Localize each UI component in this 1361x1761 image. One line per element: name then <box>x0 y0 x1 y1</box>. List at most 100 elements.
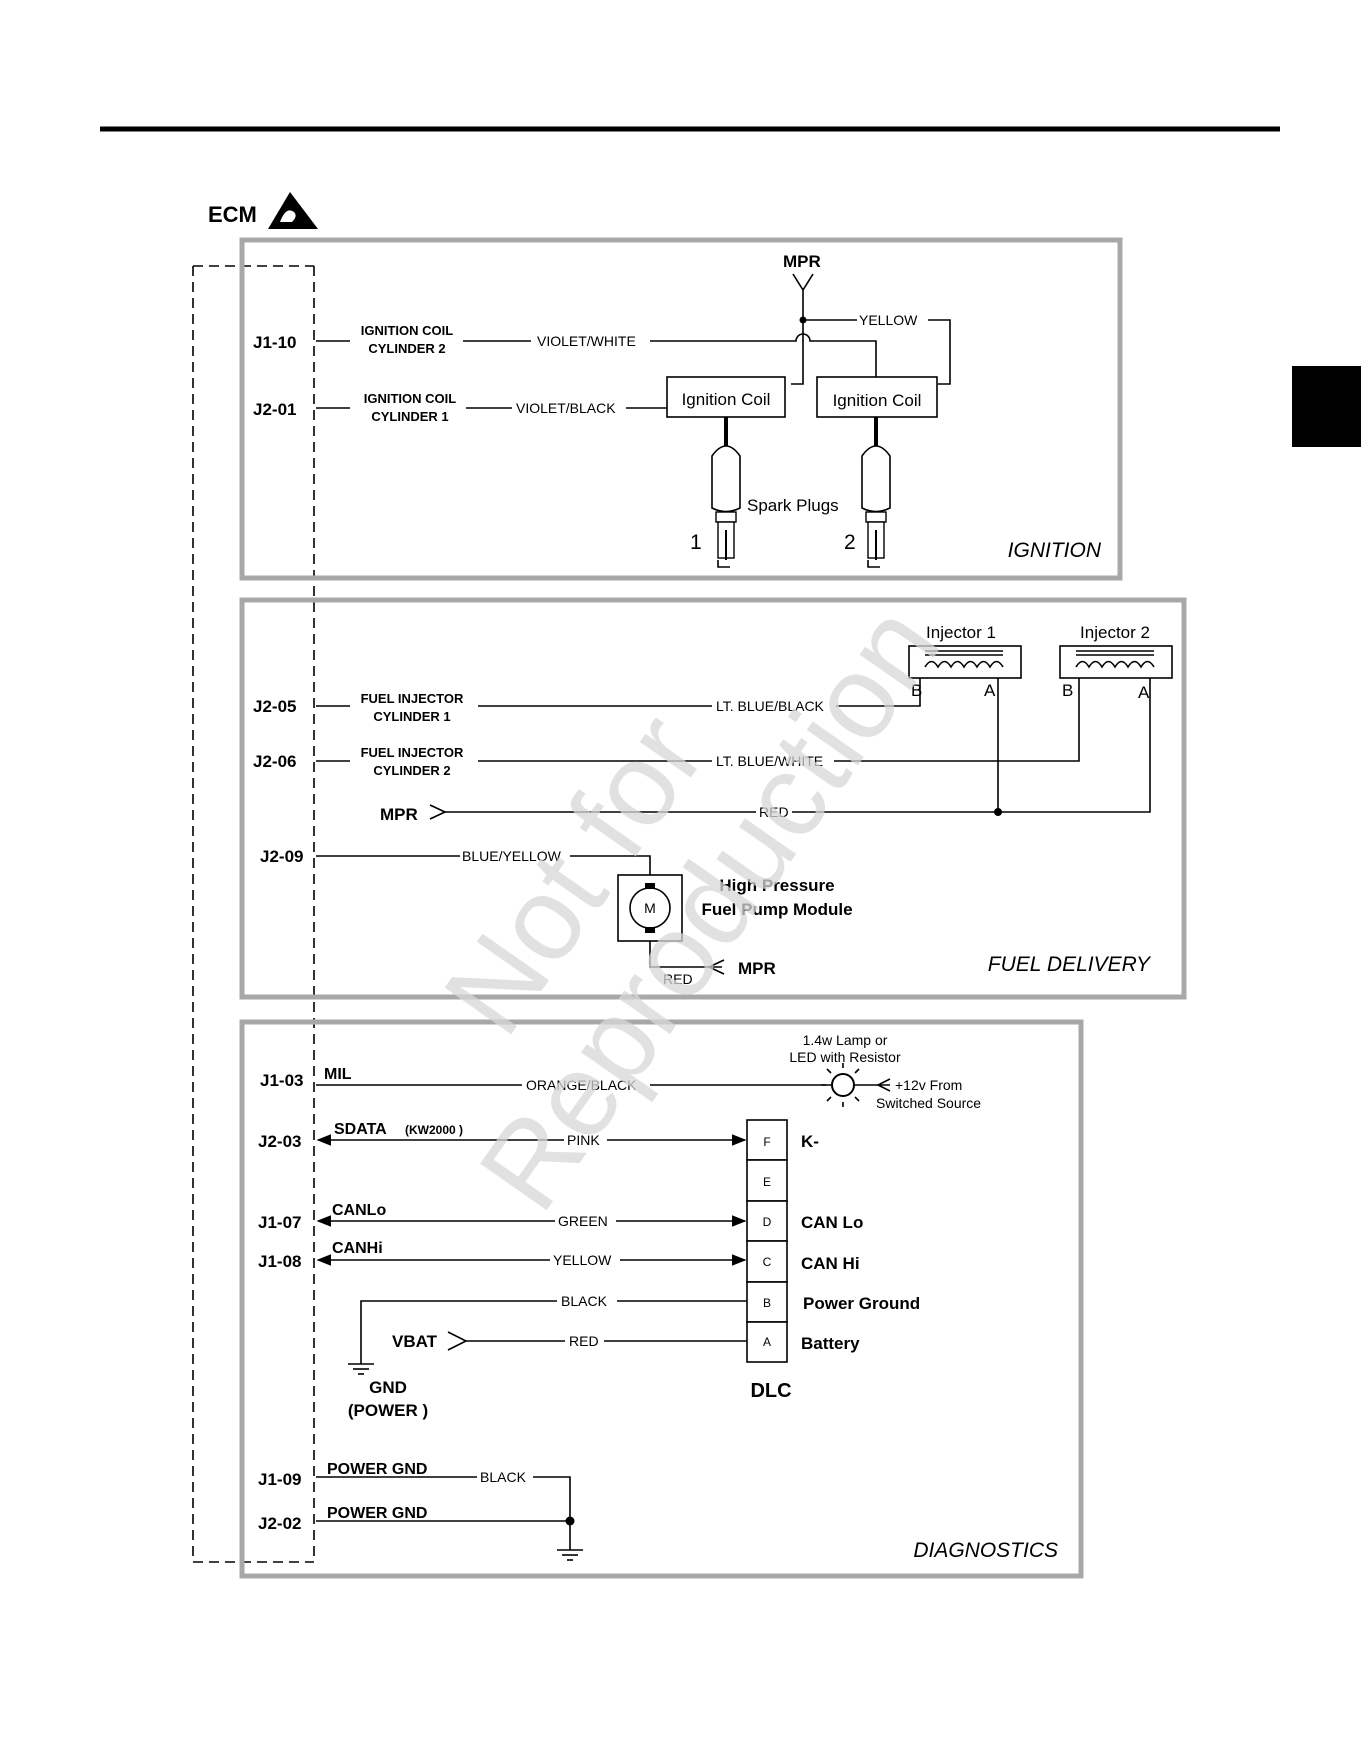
ignition-coil-2 <box>816 376 938 418</box>
fuel-section-label: FUEL DELIVERY <box>988 953 1152 976</box>
fuel-pump-label-line2: Fuel Pump Module <box>701 900 852 919</box>
injector-2-label: Injector 2 <box>1080 623 1150 642</box>
lamp-label-line2: LED with Resistor <box>789 1049 901 1065</box>
ignition-coil-cyl2-line2: CYLINDER 2 <box>368 341 445 356</box>
injector-2-term-b: B <box>1062 681 1073 700</box>
injector-1-term-b: B <box>911 681 922 700</box>
ignition-coil-cyl2-line1: IGNITION COIL <box>361 323 454 338</box>
dlc-canhi-label: CAN Hi <box>801 1254 860 1273</box>
mil-lamp-icon <box>821 1063 860 1107</box>
esd-warning-icon <box>268 192 318 229</box>
lt-blue-black-wire: LT. BLUE/BLACK <box>716 698 825 714</box>
ignition-coil-1 <box>666 376 786 418</box>
diagnostics-section-box <box>239 1019 1084 1579</box>
ignition-section: MPR YELLOW J1-10 IGNITION COIL CYLINDER … <box>253 252 1102 568</box>
dlc-k-label: K- <box>801 1132 819 1151</box>
pin-j2-09: J2-09 <box>260 847 303 866</box>
spark-plug-2-number: 2 <box>844 531 856 554</box>
injector-1-label: Injector 1 <box>926 623 996 642</box>
dlc-pin-d: D <box>763 1215 772 1229</box>
spark-plug-1-icon <box>711 445 741 568</box>
mil-signal: MIL <box>324 1066 352 1083</box>
ignition-coil-1-label: Ignition Coil <box>682 390 771 409</box>
dlc-label: DLC <box>750 1380 791 1402</box>
supply-label-line2: Switched Source <box>876 1095 981 1111</box>
fuel-pump-label-line1: High Pressure <box>719 876 834 895</box>
spark-plug-1-number: 1 <box>690 531 702 554</box>
fuel-pump-red-wire: RED <box>663 971 693 987</box>
pin-j2-03: J2-03 <box>258 1132 301 1151</box>
pink-wire: PINK <box>567 1132 600 1148</box>
pin-j2-01: J2-01 <box>253 400 296 419</box>
injector-1-term-a: A <box>984 681 996 700</box>
red-battery-wire: RED <box>569 1333 599 1349</box>
ground-symbol-icon <box>348 1363 374 1375</box>
black-power-gnd-wire: BLACK <box>480 1469 527 1485</box>
sdata-signal: SDATA <box>334 1121 387 1138</box>
orange-black-wire: ORANGE/BLACK <box>526 1077 637 1093</box>
section-tab <box>1292 366 1361 447</box>
gnd-label-line2: (POWER ) <box>348 1401 428 1420</box>
pin-j1-10: J1-10 <box>253 333 296 352</box>
green-wire: GREEN <box>558 1213 608 1229</box>
injector-2-term-a: A <box>1138 683 1150 702</box>
chassis-ground-icon <box>557 1549 583 1561</box>
fuel-pump-mpr-label: MPR <box>738 959 776 978</box>
fuel-injector-cyl1-line1: FUEL INJECTOR <box>361 691 464 706</box>
canlo-signal: CANLo <box>332 1202 386 1219</box>
ignition-section-label: IGNITION <box>1008 539 1102 562</box>
ecm-boundary <box>192 265 315 1563</box>
vbat-label: VBAT <box>392 1332 438 1351</box>
fuel-section-box <box>239 597 1187 1000</box>
pin-j2-02: J2-02 <box>258 1514 301 1533</box>
supply-label-line1: +12v From <box>895 1077 962 1093</box>
ignition-mpr-label: MPR <box>783 252 821 271</box>
lamp-label-line1: 1.4w Lamp or <box>803 1032 888 1048</box>
ignition-violet-white-wire: VIOLET/WHITE <box>537 333 636 349</box>
black-ground-wire: BLACK <box>561 1293 608 1309</box>
fuel-injector-cyl2-line2: CYLINDER 2 <box>373 763 450 778</box>
ignition-section-box <box>239 237 1123 581</box>
ignition-coil-2-label: Ignition Coil <box>833 391 922 410</box>
power-gnd-signal-1: POWER GND <box>327 1461 427 1478</box>
blue-yellow-wire: BLUE/YELLOW <box>462 848 562 864</box>
dlc-battery-label: Battery <box>801 1334 860 1353</box>
lt-blue-white-wire: LT. BLUE/WHITE <box>716 753 823 769</box>
ignition-violet-black-wire: VIOLET/BLACK <box>516 400 616 416</box>
fuel-injector-cyl1-line2: CYLINDER 1 <box>373 709 450 724</box>
pin-j2-06: J2-06 <box>253 752 296 771</box>
diagnostics-section-label: DIAGNOSTICS <box>913 1539 1058 1562</box>
spark-plug-2-icon <box>861 445 891 568</box>
fuel-injector-cyl2-line1: FUEL INJECTOR <box>361 745 464 760</box>
diagnostics-section: J1-03 MIL ORANGE/BLACK 1.4w Lamp or LED … <box>258 1032 1058 1562</box>
canhi-signal: CANHi <box>332 1240 383 1257</box>
pin-j1-03: J1-03 <box>260 1071 303 1090</box>
ecm-label: ECM <box>208 202 257 227</box>
fuel-section: Injector 1 Injector 2 B A B A J2-05 FUEL… <box>253 623 1173 987</box>
dlc-pin-e: E <box>763 1175 771 1189</box>
kw2000-label: (KW2000 ) <box>405 1123 463 1137</box>
injector-1-icon <box>908 645 1022 679</box>
fuel-red-wire: RED <box>759 804 789 820</box>
pin-j1-09: J1-09 <box>258 1470 301 1489</box>
spark-plugs-label: Spark Plugs <box>747 496 839 515</box>
dlc-pin-f: F <box>763 1135 770 1149</box>
pin-j1-08: J1-08 <box>258 1252 301 1271</box>
gnd-label-line1: GND <box>369 1378 407 1397</box>
ignition-coil-cyl1-line1: IGNITION COIL <box>364 391 457 406</box>
fuel-pump-motor-symbol: M <box>644 900 656 916</box>
fuel-mpr-label: MPR <box>380 805 418 824</box>
dlc-canlo-label: CAN Lo <box>801 1213 863 1232</box>
dlc-pin-c: C <box>763 1255 772 1269</box>
injector-2-icon <box>1059 645 1173 679</box>
pin-j2-05: J2-05 <box>253 697 296 716</box>
power-gnd-signal-2: POWER GND <box>327 1505 427 1522</box>
yellow-wire: YELLOW <box>553 1252 612 1268</box>
dlc-power-ground-label: Power Ground <box>803 1294 920 1313</box>
pin-j1-07: J1-07 <box>258 1213 301 1232</box>
dlc-pin-b: B <box>763 1296 771 1310</box>
dlc-pin-a: A <box>763 1335 771 1349</box>
ignition-coil-cyl1-line2: CYLINDER 1 <box>371 409 448 424</box>
ignition-yellow-wire: YELLOW <box>859 312 918 328</box>
